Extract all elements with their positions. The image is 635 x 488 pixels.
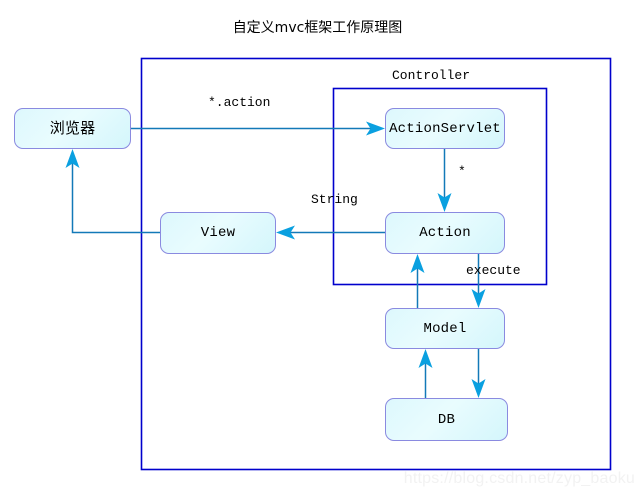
edge-label-star-action: *.action (208, 95, 271, 110)
node-model-label: Model (423, 320, 467, 337)
arrowhead-into-model-bottom (418, 349, 433, 368)
node-model[interactable]: Model (385, 308, 505, 349)
arrowhead-into-action-top (437, 193, 452, 212)
edge-label-star: * (458, 164, 466, 179)
group-label-controller: Controller (392, 68, 471, 83)
arrowhead-into-db (471, 379, 486, 398)
node-action-label: Action (419, 225, 471, 241)
node-actionservlet[interactable]: ActionServlet (385, 108, 505, 149)
arrowhead-into-action-bottom (410, 254, 425, 273)
node-browser[interactable]: 浏览器 (14, 108, 131, 149)
node-view[interactable]: View (160, 212, 276, 254)
node-browser-label: 浏览器 (49, 119, 96, 137)
arrowhead-into-model-top (471, 289, 486, 308)
edge-label-execute: execute (466, 263, 521, 278)
edge-label-string: String (311, 192, 358, 207)
page-title: 自定义mvc框架工作原理图 (232, 20, 403, 36)
edge-view-to-browser (71, 156, 160, 234)
arrowhead-into-browser (65, 149, 80, 168)
node-db[interactable]: DB (385, 398, 508, 441)
node-action[interactable]: Action (385, 212, 505, 254)
node-db-label: DB (437, 411, 456, 428)
arrowhead-into-view (276, 225, 295, 240)
arrowhead-into-actionservlet (366, 121, 385, 136)
node-view-label: View (200, 225, 236, 241)
node-actionservlet-label: ActionServlet (389, 120, 501, 137)
outer-frame (140, 57, 612, 471)
controller-frame (332, 87, 548, 286)
